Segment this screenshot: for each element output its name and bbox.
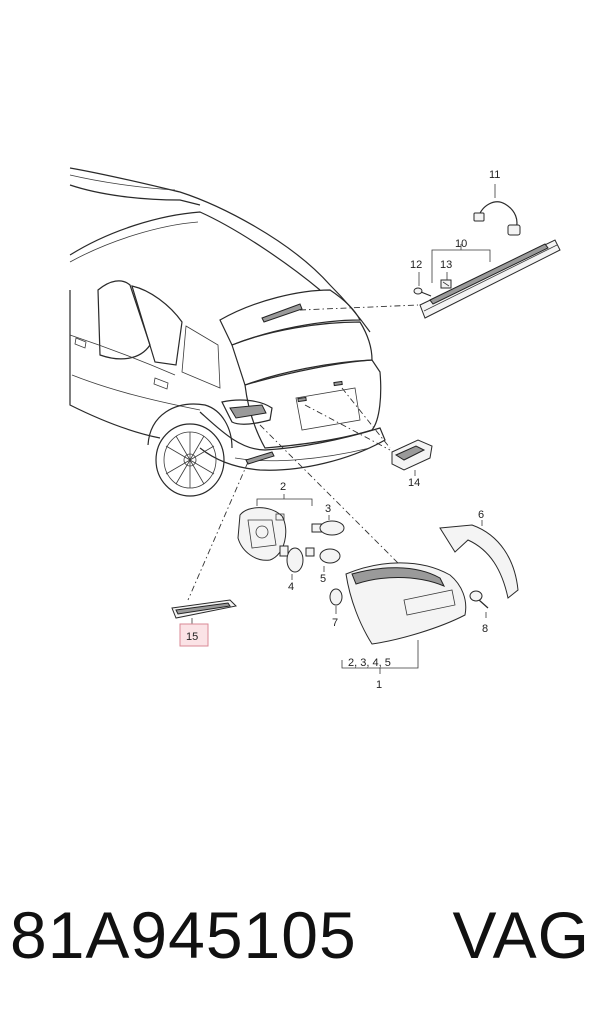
bolt-part-12: [413, 287, 432, 297]
callout-2: 2: [280, 481, 286, 493]
callout-6: 6: [478, 509, 484, 521]
callout-15: 15: [186, 631, 198, 643]
clip-part-13: [440, 279, 452, 289]
callout-10: 10: [455, 238, 467, 250]
screw-part-8: [469, 590, 489, 618]
callout-3: 3: [325, 503, 331, 515]
bulb-holder-part-2: [237, 494, 313, 561]
reflector-part-15: [171, 599, 238, 624]
callout-15-highlight: [179, 623, 209, 647]
seal-part-7: [329, 588, 343, 614]
callout-labels: 11 10 12 13 14 2 3 6 5 4 7 8 2, 3, 4, 5 …: [179, 169, 500, 691]
callout-5: 5: [320, 573, 326, 585]
callout-7: 7: [332, 617, 338, 629]
cover-part-6: [439, 520, 519, 599]
callout-12: 12: [410, 259, 422, 271]
third-brake-light-assembly: [413, 184, 561, 319]
brand-name: VAG: [452, 898, 590, 972]
callout-8: 8: [482, 623, 488, 635]
callout-1: 1: [376, 679, 382, 691]
car-body-illustration: [69, 167, 386, 497]
bulb-part-3: [311, 515, 345, 536]
bulb-part-4: [279, 545, 304, 580]
license-plate-light-part-14: [391, 439, 433, 476]
callout-11: 11: [489, 169, 500, 181]
tail-light-part-1: [341, 562, 467, 674]
callout-13: 13: [440, 259, 452, 271]
callout-4: 4: [288, 581, 294, 593]
callout-group-1: 2, 3, 4, 5: [348, 657, 391, 669]
footer-caption: 81A945105 VAG: [10, 895, 590, 975]
leader-lines: [187, 304, 419, 601]
part-number: 81A945105: [10, 898, 357, 972]
callout-14: 14: [408, 477, 420, 489]
bulb-part-5: [305, 547, 341, 572]
